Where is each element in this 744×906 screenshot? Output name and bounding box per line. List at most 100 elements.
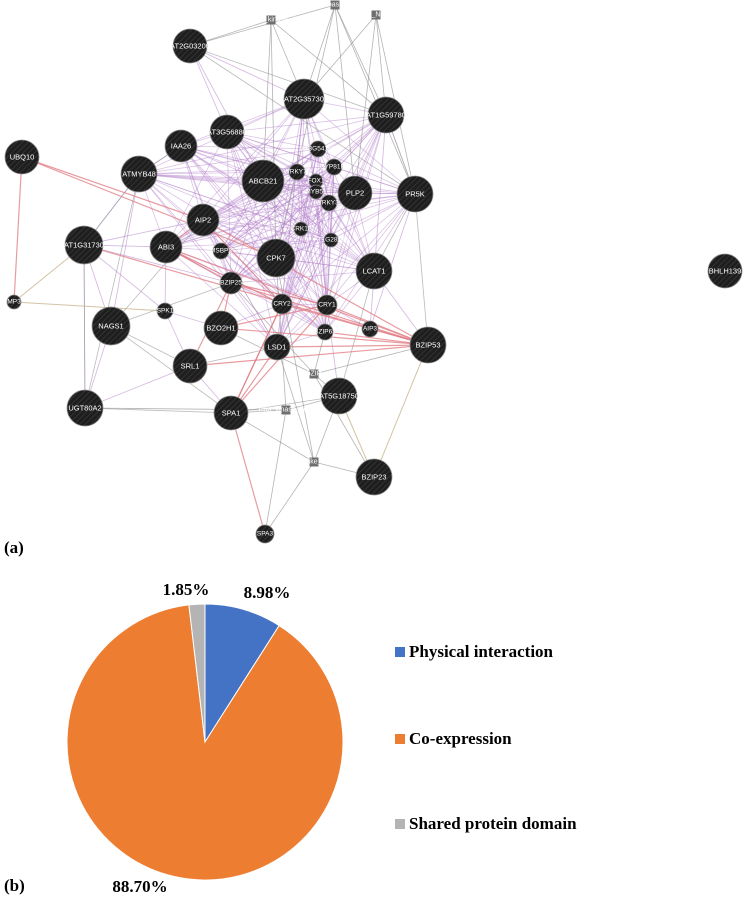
gene-node-label: CRY2 [273,301,291,308]
network-edge [180,98,305,147]
gene-node-crk10: CRK10 [291,221,312,237]
gene-node-circle [172,28,208,64]
network-edge [230,114,387,284]
network-edge [13,301,166,312]
network-edge [338,270,375,397]
gene-node-circle [283,78,325,120]
network-edge [84,365,191,409]
gene-node-circle [308,184,324,200]
gene-node-label: SPA3 [257,531,274,538]
gene-node-circle [212,242,230,260]
pie-percent-labels: 8.98%88.70%1.85% [112,580,290,896]
domain-node-square [330,0,340,10]
gene-node-label: BHLH139 [709,267,742,276]
network-edge [180,145,326,333]
network-edge [180,145,302,230]
gene-node-bzip53: BZIP53 [409,326,447,364]
network-edge [220,250,326,333]
legend-item-co-expression: Co-expression [395,729,512,748]
domain-node-square [309,369,319,379]
network-edge [262,19,272,182]
network-edge [264,409,287,535]
network-edge [276,344,429,348]
gene-node-spa1: SPA1 [213,395,249,431]
network-edge [220,171,298,252]
network-edge [313,344,429,375]
network-edge [373,344,429,478]
network-edge [84,407,287,411]
gene-node-label: AT1G31730 [64,241,104,250]
network-edge [230,282,315,375]
network-edge [138,173,302,230]
network-edge [21,156,204,221]
network-edge [281,192,356,305]
network-edge [138,173,317,193]
gene-node-lcat1: LCAT1 [355,252,393,290]
network-edge [275,257,315,463]
gene-node-label: AT1G28190 [314,237,349,244]
gene-node-label: UGT80A2 [68,404,101,413]
gene-node-iaa26: IAA26 [164,129,198,163]
gene-node-circle [219,271,243,295]
domain-node-label: Protein_kinase_ATP_BS [297,2,374,9]
gene-node-label: CRY1 [318,302,336,309]
gene-node-msbp2: MSBP2 [210,242,232,260]
gene-node-label: AT2G35730 [284,95,324,104]
gene-node-label: CRK10 [291,226,312,233]
gene-node-circle [288,163,306,181]
domain-node-label: Prot_kinase_dom [259,407,314,414]
network-edge [275,4,336,259]
legend-label: Shared protein domain [409,814,577,833]
gene-node-circle [325,158,343,176]
gene-node-cyp81f2: CYP81F2 [320,158,348,176]
gene-node-plp2: PLP2 [337,175,373,211]
network-edge [138,173,317,182]
domain-node-square [281,405,291,415]
pie-percent-shared-protein-domain: 1.85% [163,580,210,599]
gene-node-label: AIP2 [195,216,211,225]
gene-node-circle [337,175,373,211]
network-edge [300,228,328,306]
gene-node-ugt80a2: UGT80A2 [66,389,104,427]
network-edge [220,304,328,329]
gene-node-circle [396,175,434,213]
gene-node-label: LCAT1 [363,267,386,276]
network-edge [226,131,232,284]
gene-node-atmyb48: ATMYB48 [120,155,158,193]
domain-node-protein-kinase-atp-bs: Protein_kinase_ATP_BS [297,0,374,10]
network-edge [226,131,326,333]
legend-item-shared-protein-domain: Shared protein domain [395,814,577,833]
network-edge [270,19,387,116]
network-edge [138,114,387,175]
gene-node-label: SPK1 [157,308,174,315]
network-edge [230,191,317,284]
network-edge [296,171,332,241]
gene-node-label: ATMYB48 [122,170,156,179]
network-edge [315,180,328,306]
gene-node-label: SRL1 [181,362,200,371]
pie-slice-co-expression [66,604,344,881]
gene-node-wrky75: WRKY75 [284,163,311,181]
gene-node-circle [263,333,291,361]
domain-node-p-loop-ntpase: P-loop_NTPase [351,10,401,20]
network-edge [165,246,429,346]
gene-node-label: AIP3 [363,326,377,333]
network-edge [165,239,332,248]
network-edge [189,45,387,116]
domain-node-ser-thr-kinase-as: Ser/Thr_kinase_AS [241,15,302,25]
network-edge [303,98,375,272]
network-domains: Protein_kinase_ATP_BS Ser/Thr_kinase_AS P-… [241,0,401,467]
gene-node-circle [6,294,22,310]
domain-node-label: Ser/Thr_kinase_AS [241,17,302,24]
gene-node-circle [66,389,104,427]
gene-node-circle [203,310,239,346]
network-edge [84,173,140,409]
gene-node-circle [367,96,405,134]
network-edge [110,282,232,327]
network-edge [110,325,232,414]
gene-node-wrky33: WRKY33 [316,194,343,212]
network-edge [138,148,319,175]
network-edge [326,239,332,306]
gene-node-circle [409,326,447,364]
